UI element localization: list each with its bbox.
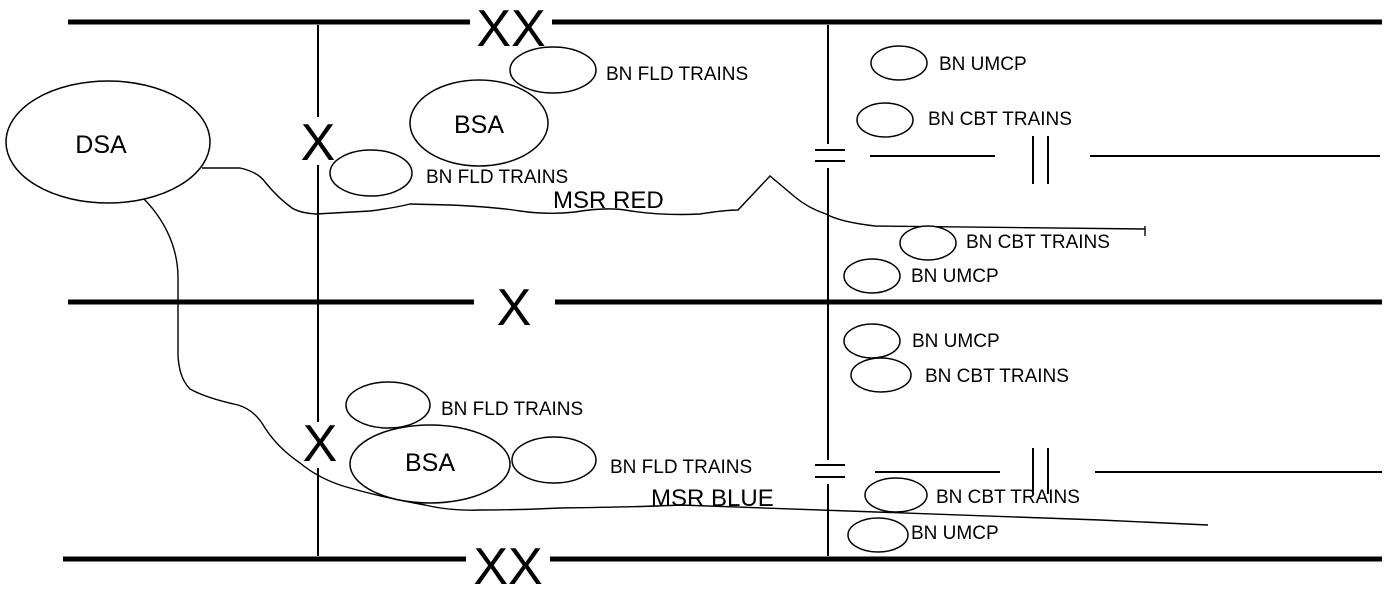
dsa-area <box>5 80 211 204</box>
lower-bsa-label: BSA <box>405 449 455 477</box>
msr-red-route <box>202 167 1146 236</box>
msr-routes <box>142 167 1209 526</box>
lower-fld-trains-top-label: BN FLD TRAINS <box>441 399 583 420</box>
middle-umcp-label: BN UMCP <box>911 266 999 287</box>
phase-lines <box>815 136 1382 494</box>
upper-cbt-trains-label: BN CBT TRAINS <box>928 109 1072 130</box>
upper-rear-marker: X <box>301 114 336 172</box>
lower-cbt-trains-bottom-oval <box>864 477 928 513</box>
upper-fld-trains-side-oval <box>329 149 413 197</box>
lower-umcp-bottom-oval <box>847 517 909 553</box>
upper-bsa-label: BSA <box>454 111 504 139</box>
support-areas: DSA BSA BSA <box>5 79 549 504</box>
dsa-label: DSA <box>75 131 127 159</box>
lower-bsa-area <box>349 424 511 504</box>
upper-umcp-label: BN UMCP <box>939 54 1027 75</box>
middle-umcp-oval <box>843 258 901 294</box>
lower-fld-trains-top-oval <box>345 381 431 429</box>
lower-umcp-top-oval <box>843 323 901 359</box>
lower-fld-trains-side-label: BN FLD TRAINS <box>610 457 752 478</box>
lower-rear-marker: X <box>303 415 338 473</box>
upper-umcp-oval <box>870 45 928 81</box>
battalion-units: BN FLD TRAINS BN FLD TRAINS BN UMCP BN C… <box>329 45 1110 553</box>
boundary-lines <box>63 19 1382 562</box>
msr-blue-label: MSR BLUE <box>651 485 774 512</box>
lower-fld-trains-side-oval <box>511 436 597 484</box>
lower-cbt-trains-top-label: BN CBT TRAINS <box>925 366 1069 387</box>
top-brigade-marker: XX <box>476 0 545 58</box>
upper-fld-trains-top-label: BN FLD TRAINS <box>606 64 748 85</box>
lower-cbt-trains-top-oval <box>850 357 912 393</box>
lower-umcp-top-label: BN UMCP <box>912 331 1000 352</box>
middle-cbt-trains-oval <box>899 225 957 261</box>
lower-umcp-bottom-label: BN UMCP <box>911 523 999 544</box>
middle-cbt-trains-label: BN CBT TRAINS <box>966 232 1110 253</box>
lower-cbt-trains-bottom-label: BN CBT TRAINS <box>936 487 1080 508</box>
msr-blue-route <box>142 197 1209 526</box>
middle-brigade-marker: X <box>497 279 532 337</box>
upper-fld-trains-side-label: BN FLD TRAINS <box>426 167 568 188</box>
echelon-markers: XX X XX X X <box>301 0 546 589</box>
route-labels: MSR RED MSR BLUE <box>553 187 774 512</box>
vertical-lines <box>317 25 829 556</box>
upper-fld-trains-top-oval <box>509 46 597 94</box>
upper-bsa-area <box>409 79 549 167</box>
bottom-brigade-marker: XX <box>473 538 542 589</box>
upper-cbt-trains-oval <box>856 102 914 138</box>
msr-red-label: MSR RED <box>553 187 664 214</box>
